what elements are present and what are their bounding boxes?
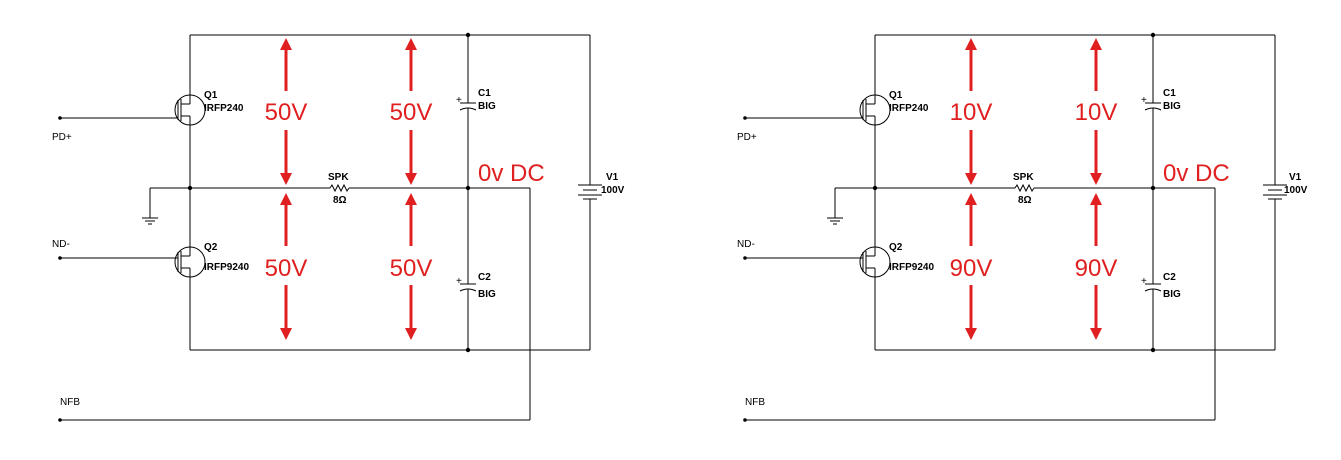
q1-part: IRFP240 bbox=[204, 103, 244, 114]
pd-pin-label: PD+ bbox=[737, 132, 757, 143]
c1-value: BIG bbox=[1163, 101, 1181, 112]
nfb-pin-label: NFB bbox=[60, 397, 80, 408]
v1-value: 100V bbox=[1284, 185, 1308, 196]
v1-ref: V1 bbox=[606, 172, 619, 183]
q1-ref: Q1 bbox=[204, 90, 218, 101]
spk-ref: SPK bbox=[328, 172, 349, 183]
upper-voltage-left: 50V bbox=[265, 99, 308, 126]
dc-label: 0v DC bbox=[1163, 160, 1230, 187]
pd-pin-label: PD+ bbox=[52, 132, 72, 143]
c2-ref: C2 bbox=[1163, 272, 1176, 283]
nd-pin-label: ND- bbox=[737, 239, 755, 250]
circuit-b: Q1 IRFP240 Q2 IRFP9240 C1 BIG C2 BIG SPK… bbox=[737, 31, 1308, 424]
q2-part: IRFP9240 bbox=[204, 262, 249, 273]
c1-ref: C1 bbox=[1163, 88, 1176, 99]
upper-voltage-right: 10V bbox=[1075, 99, 1118, 126]
c1-value: BIG bbox=[478, 101, 496, 112]
lower-voltage-left: 50V bbox=[265, 255, 308, 282]
dc-label: 0v DC bbox=[478, 160, 545, 187]
circuit-a: Q1 IRFP240 Q2 IRFP9240 C1 BIG C2 BIG SPK… bbox=[52, 31, 625, 424]
spk-value: 8Ω bbox=[333, 195, 347, 206]
circuit-b-wiring bbox=[741, 31, 1289, 424]
upper-voltage-right: 50V bbox=[390, 99, 433, 126]
c2-value: BIG bbox=[1163, 289, 1181, 300]
lower-voltage-right: 50V bbox=[390, 255, 433, 282]
q1-ref: Q1 bbox=[889, 90, 903, 101]
upper-voltage-left: 10V bbox=[950, 99, 993, 126]
nfb-pin-label: NFB bbox=[745, 397, 765, 408]
nd-pin-label: ND- bbox=[52, 239, 70, 250]
lower-voltage-right: 90V bbox=[1075, 255, 1118, 282]
c1-ref: C1 bbox=[478, 88, 491, 99]
q2-ref: Q2 bbox=[889, 242, 903, 253]
c2-ref: C2 bbox=[478, 272, 491, 283]
c2-value: BIG bbox=[478, 289, 496, 300]
circuit-a-wiring bbox=[56, 31, 604, 424]
v1-ref: V1 bbox=[1289, 172, 1302, 183]
q2-part: IRFP9240 bbox=[889, 262, 934, 273]
q2-ref: Q2 bbox=[204, 242, 218, 253]
v1-value: 100V bbox=[601, 185, 625, 196]
spk-value: 8Ω bbox=[1018, 195, 1032, 206]
lower-voltage-left: 90V bbox=[950, 255, 993, 282]
q1-part: IRFP240 bbox=[889, 103, 929, 114]
spk-ref: SPK bbox=[1013, 172, 1034, 183]
